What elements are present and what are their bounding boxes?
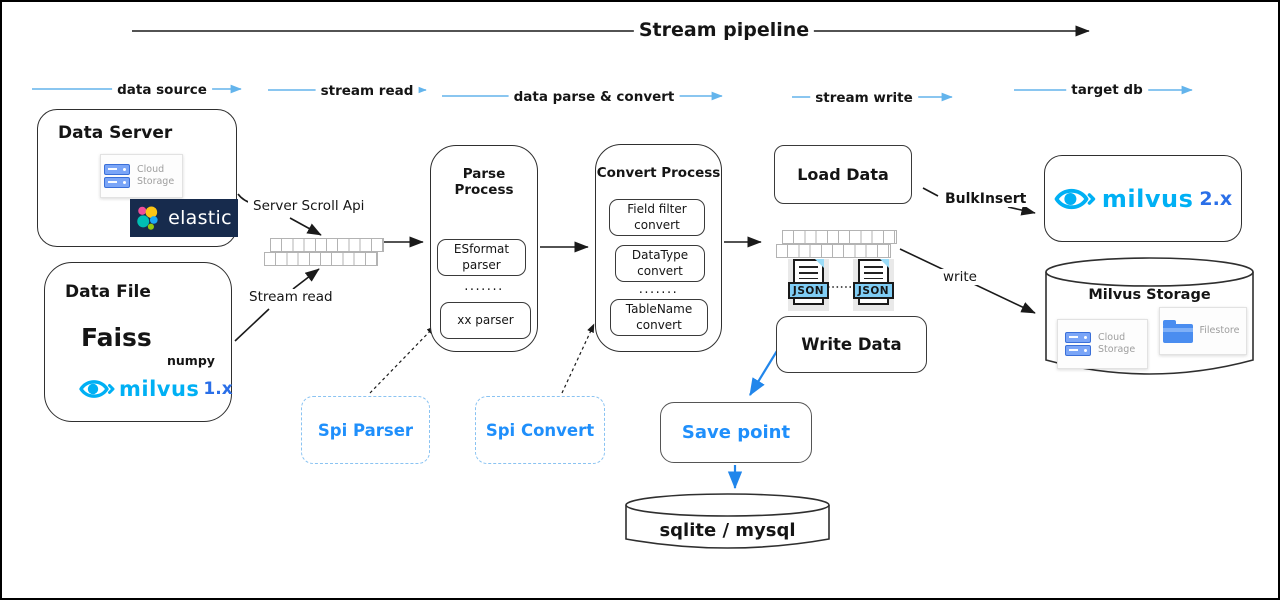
milvus1-label: milvus <box>119 377 200 401</box>
convert-dots: ....... <box>638 282 679 297</box>
write-data-label: Write Data <box>801 335 902 354</box>
xx-parser-node: xx parser <box>440 302 531 339</box>
dashed-arrow-spiconvert <box>561 323 595 394</box>
save-point-box: Save point <box>660 402 812 463</box>
milvus2-version: 2.x <box>1199 187 1233 210</box>
server-scroll-api-label: Server Scroll Api <box>248 198 370 214</box>
cloud-storage-icon <box>1065 332 1091 356</box>
read-queue-row-1 <box>270 238 384 252</box>
cylinder-shape <box>625 493 830 549</box>
json-banner: JSON <box>853 282 894 299</box>
convert-process-title: Convert Process <box>596 165 721 181</box>
spi-parser-box: Spi Parser <box>301 396 430 464</box>
sqlite-mysql-cylinder: sqlite / mysql <box>625 493 830 557</box>
cloud-storage-card: Cloud Storage <box>100 154 183 198</box>
write-queue-row-2 <box>776 244 891 258</box>
elastic-logo: elastic <box>130 199 238 237</box>
arrow-streamread-queue <box>292 268 320 290</box>
line-datafile-streamread <box>234 308 270 342</box>
stage-label-stream-write: stream write <box>810 90 918 106</box>
spi-parser-label: Spi Parser <box>317 420 414 440</box>
field-filter-convert-node: Field filter convert <box>609 199 705 236</box>
milvus-storage-cylinder: Milvus Storage Cloud Storage Filestore <box>1045 257 1254 390</box>
page-title: Stream pipeline <box>633 19 815 41</box>
load-data-label: Load Data <box>797 165 889 184</box>
spi-convert-label: Spi Convert <box>485 420 595 440</box>
stage-label-stream-read: stream read <box>315 83 419 99</box>
elastic-cluster-icon <box>137 206 158 230</box>
data-server-title: Data Server <box>58 123 173 143</box>
json-file-icon-2: JSON <box>853 259 894 311</box>
load-data-box: Load Data <box>774 145 912 204</box>
write-label: write <box>938 269 982 285</box>
cloud-storage-icon <box>104 164 130 188</box>
dashed-arrow-spiparser <box>369 325 436 394</box>
milvus-eye-icon <box>79 380 115 398</box>
numpy-label: numpy <box>167 353 215 368</box>
bulkinsert-label: BulkInsert <box>940 191 1032 207</box>
milvus2-label: milvus <box>1101 184 1194 213</box>
data-file-box: Data File Faiss numpy milvus 1.x <box>44 262 233 422</box>
read-queue-row-2 <box>264 252 378 266</box>
arrow-bulkinsert-milvus2 <box>1007 204 1036 216</box>
data-server-box: Data Server Cloud Storage elastic <box>37 109 238 247</box>
esformat-parser-node: ESformat parser <box>437 239 526 276</box>
arrow-writedata-savepoint <box>749 345 781 396</box>
datatype-convert-node: DataType convert <box>615 245 705 282</box>
save-point-label: Save point <box>681 422 791 443</box>
stage-label-data-source: data source <box>112 82 212 98</box>
milvus-storage-title: Milvus Storage <box>1088 287 1211 303</box>
stage-label-parse-convert: data parse & convert <box>508 89 680 105</box>
data-file-title: Data File <box>65 282 151 302</box>
filestore-card: Filestore <box>1159 307 1247 355</box>
spi-convert-box: Spi Convert <box>475 396 605 464</box>
stream-read-label: Stream read <box>244 289 338 305</box>
milvus1-version: 1.x <box>203 379 233 399</box>
write-queue-row-1 <box>782 230 897 244</box>
parse-dots: ....... <box>464 279 504 294</box>
milvus2-box: milvus 2.x <box>1044 155 1242 242</box>
line-loaddata-bulkinsert <box>922 187 939 197</box>
elastic-label: elastic <box>168 207 232 229</box>
cloud-storage-label: Cloud Storage <box>137 164 175 187</box>
storage-cloud-card: Cloud Storage <box>1057 319 1148 369</box>
milvus1-logo: milvus 1.x <box>79 376 233 402</box>
arrow-scrollapi-queue <box>289 217 322 236</box>
filestore-label: Filestore <box>1199 325 1240 337</box>
faiss-label: Faiss <box>81 323 152 352</box>
json-banner: JSON <box>788 282 829 299</box>
parse-process-box: Parse Process ESformat parser ....... xx… <box>430 145 538 352</box>
parse-process-title: Parse Process <box>454 166 514 198</box>
write-data-box: Write Data <box>776 316 927 373</box>
filestore-folder-icon <box>1162 320 1193 343</box>
storage-cloud-label: Cloud Storage <box>1098 332 1136 355</box>
stage-label-target-db: target db <box>1066 82 1148 98</box>
convert-process-box: Convert Process Field filter convert Dat… <box>595 144 722 352</box>
tablename-convert-node: TableName convert <box>610 299 708 336</box>
sqlite-mysql-label: sqlite / mysql <box>659 520 796 541</box>
json-file-icon-1: JSON <box>788 259 829 311</box>
milvus-eye-icon <box>1054 188 1096 209</box>
